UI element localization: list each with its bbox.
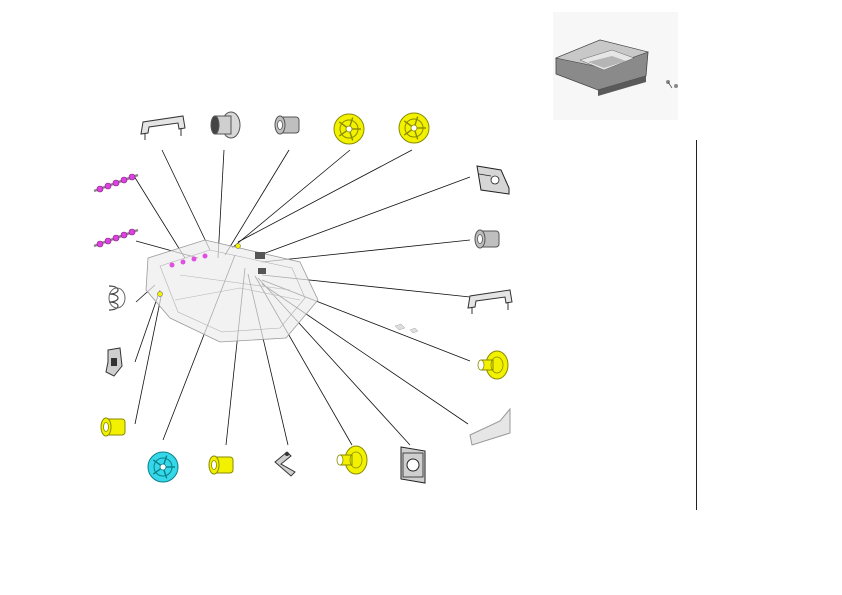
leader-line-grey-roller: [217, 149, 225, 259]
cover-icon: [469, 407, 511, 446]
bracket-right: [467, 289, 513, 314]
central-assembly: [145, 239, 419, 343]
bracket-icon: [140, 115, 186, 140]
roller-icon: [210, 111, 241, 139]
grey-roller: [210, 111, 241, 139]
leader-line-bracket-rail: [161, 149, 211, 251]
shaft-icon: [93, 228, 139, 248]
yellow-pulley-right: [477, 350, 509, 380]
small-bushing-top: [274, 115, 300, 135]
leader-line-yellow-gear-top-1: [231, 149, 351, 249]
latch-icon: [105, 347, 123, 377]
bracket-icon: [467, 289, 513, 314]
yellow-pulley: [336, 445, 368, 475]
sheet-divider: [696, 140, 697, 510]
pulley-icon: [477, 350, 509, 380]
frame-icon: [476, 165, 510, 195]
bushing-icon: [474, 229, 500, 249]
cyan-gear: [147, 451, 179, 483]
gear-icon: [398, 112, 430, 144]
yellow-bushing-left: [100, 417, 126, 437]
spring: [108, 285, 126, 311]
leader-line-small-bushing-top: [224, 149, 290, 256]
yellow-gear-top-2: [398, 112, 430, 144]
pulley-icon: [336, 445, 368, 475]
bushing-icon: [274, 115, 300, 135]
side-frame: [476, 165, 510, 195]
gear-icon: [147, 451, 179, 483]
screw-icon: [666, 80, 678, 89]
plate-icon: [400, 446, 426, 484]
gear-icon: [333, 113, 365, 145]
parts-group: [93, 111, 513, 484]
spring-icon: [108, 285, 126, 311]
shaft-icon: [93, 173, 139, 193]
cover-plate: [469, 407, 511, 446]
bushing-icon: [208, 455, 234, 475]
leader-line-side-frame: [259, 176, 471, 256]
leader-line-bushing-right: [261, 239, 471, 263]
shaft-upper: [93, 173, 139, 193]
feeder-thumbnail: [553, 12, 678, 120]
yellow-gear-top-1: [333, 113, 365, 145]
leader-line-yellow-gear-top-2: [237, 149, 413, 243]
leader-line-yellow-bushing-left: [134, 291, 163, 425]
bushing-right: [474, 229, 500, 249]
clip-lever: [274, 451, 296, 477]
lever-icon: [274, 451, 296, 477]
shaft-lower: [93, 228, 139, 248]
bushing-icon: [100, 417, 126, 437]
yellow-bushing-bottom: [208, 455, 234, 475]
bracket-rail: [140, 115, 186, 140]
leader-line-shaft-upper: [133, 175, 186, 259]
mount-plate: [400, 446, 426, 484]
latch: [105, 347, 123, 377]
